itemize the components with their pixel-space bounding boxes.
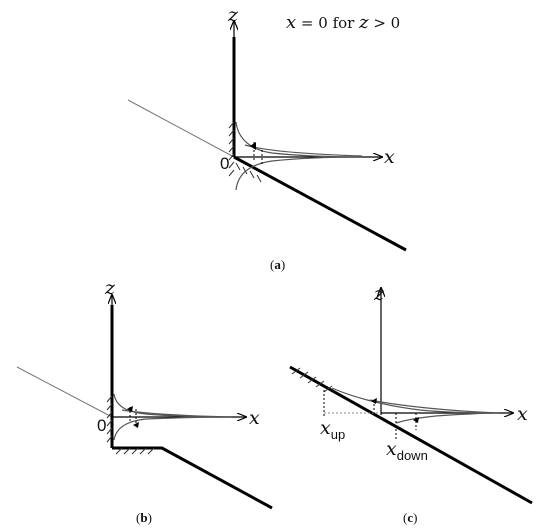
panel-a-marker	[250, 142, 256, 150]
panel-b-ground	[112, 446, 273, 510]
panel-b-mid-curve	[121, 409, 233, 418]
panel-b-upper-curve	[113, 393, 233, 418]
panel-c-hatching	[291, 367, 333, 393]
panel-b-hatching	[106, 395, 155, 455]
panel-c-mid-curve	[369, 399, 499, 414]
panel-c-slope	[289, 365, 533, 505]
panel-a: z x 0 x = 0 for z > 0 (a)	[127, 4, 407, 272]
panel-a-condition: x = 0 for z > 0	[286, 12, 400, 33]
panel-b-origin-label: 0	[97, 416, 106, 435]
panel-b-marker-down	[133, 422, 139, 428]
panel-c-upper-curve	[331, 387, 499, 414]
panel-a-back-line	[127, 99, 235, 158]
panel-a-caption: (a)	[270, 257, 285, 272]
panel-c-caption: (c)	[403, 510, 417, 525]
panel-c-marker-down	[413, 417, 419, 423]
panel-a-x-label: x	[384, 146, 395, 168]
panel-b-marker-up	[127, 406, 133, 412]
panel-a-upper-curve	[235, 121, 363, 158]
panel-b-back-line	[16, 366, 113, 418]
panel-c-xdown-label: xdown	[386, 438, 428, 463]
panel-b-x-label: x	[249, 407, 260, 429]
panel-b-caption: (b)	[136, 510, 152, 525]
panel-a-z-label: z	[227, 4, 239, 26]
panel-c: z x xup xdown (c)	[289, 283, 533, 525]
panel-a-front-ground	[233, 155, 407, 252]
panel-c-marker-up	[371, 398, 377, 404]
panel-c-xup-label: xup	[320, 417, 345, 442]
panel-c-lower-curve	[395, 412, 499, 424]
panel-a-lower-curve	[235, 156, 363, 191]
panel-a-hatching	[228, 121, 262, 183]
panel-b-lower-curve	[113, 416, 233, 441]
panel-c-x-label: x	[517, 403, 528, 425]
panel-b: z x 0 (b)	[16, 277, 273, 525]
panel-c-z-label: z	[373, 283, 385, 305]
panel-a-origin-label: 0	[220, 154, 229, 173]
panel-b-z-label: z	[104, 277, 116, 299]
